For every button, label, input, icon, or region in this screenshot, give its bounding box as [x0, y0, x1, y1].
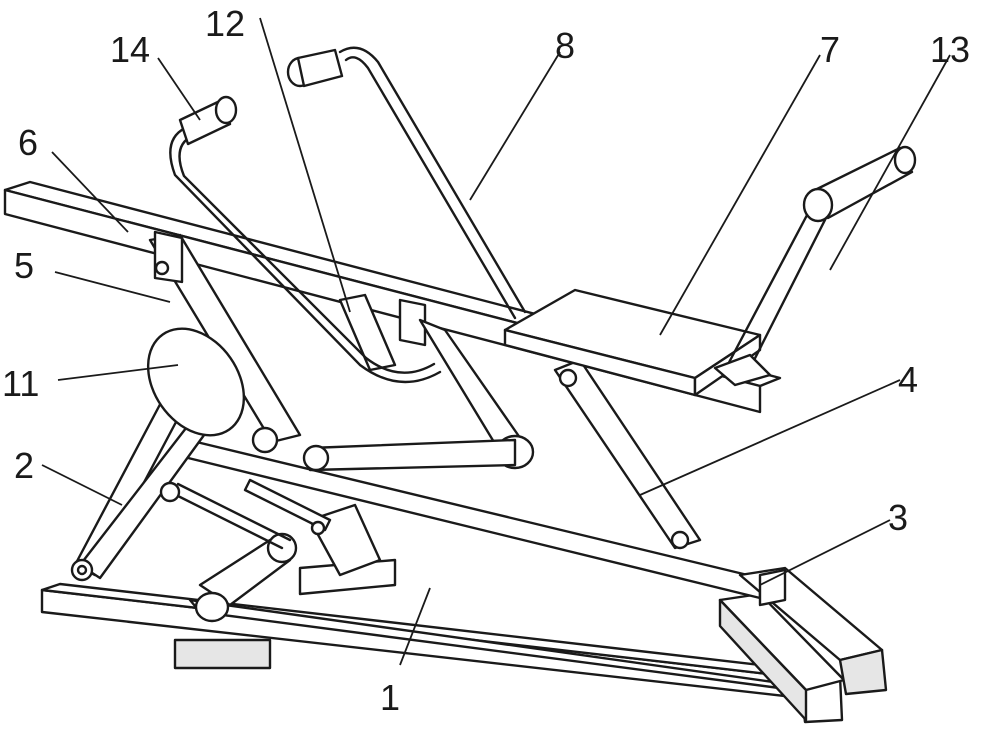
- rear-rail: [178, 436, 888, 696]
- handlebar-long: [286, 46, 527, 320]
- label-4: 4: [898, 359, 918, 400]
- label-7: 7: [820, 29, 840, 70]
- label-5: 5: [14, 245, 34, 286]
- leader-lines: [41, 17, 951, 666]
- pedal-plate: [146, 327, 246, 437]
- base-frame: [40, 582, 846, 724]
- label-11: 11: [2, 363, 39, 404]
- label-6: 6: [18, 122, 38, 163]
- part-labels: 1 2 3 4 5 6 7 8 11 12 13 14: [2, 3, 970, 718]
- inner-linkage: [302, 293, 535, 472]
- label-8: 8: [555, 25, 575, 66]
- label-14: 14: [110, 29, 150, 70]
- handlebar-short: [169, 95, 442, 384]
- label-1: 1: [380, 677, 400, 718]
- label-13: 13: [930, 29, 970, 70]
- label-3: 3: [888, 497, 908, 538]
- label-12: 12: [205, 3, 245, 44]
- label-2: 2: [14, 445, 34, 486]
- drive-unit: [159, 478, 397, 623]
- swing-arm: [148, 230, 302, 454]
